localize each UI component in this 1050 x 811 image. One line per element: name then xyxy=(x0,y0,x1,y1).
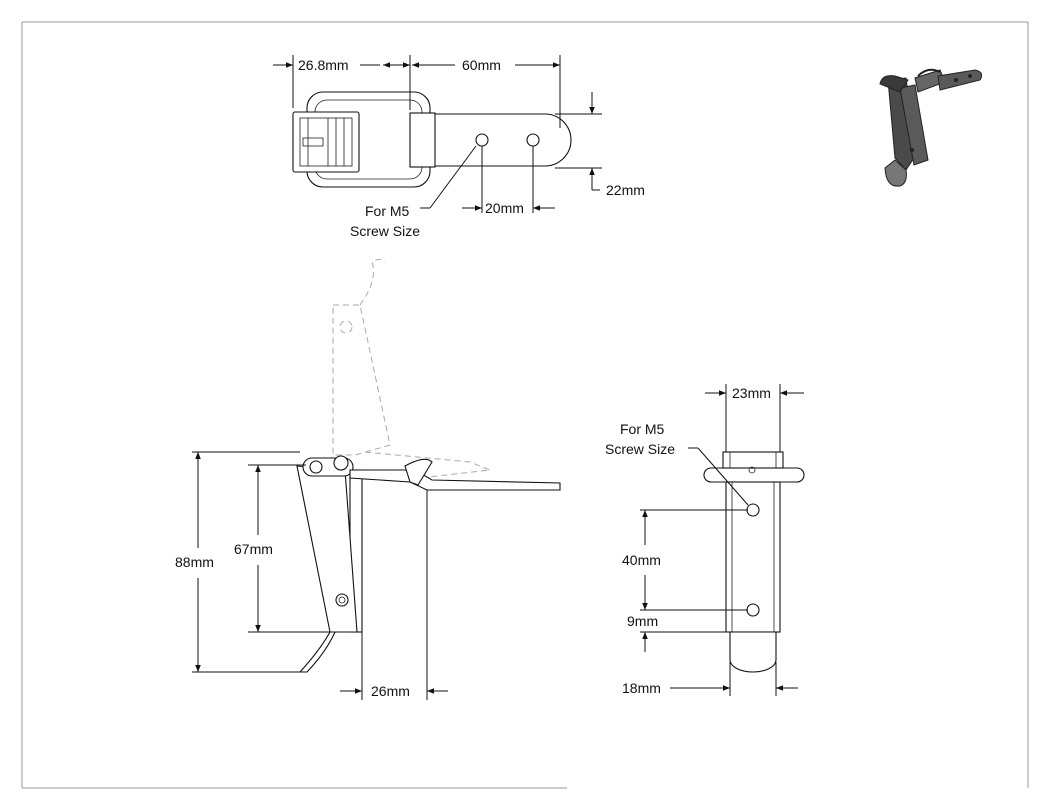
latch-3d-render-icon xyxy=(879,68,983,187)
front-bottom-width-dim: 18mm xyxy=(622,680,661,696)
top-length-dim: 60mm xyxy=(462,57,501,73)
front-hole-spacing-dim: 40mm xyxy=(622,552,661,568)
side-view xyxy=(296,259,561,673)
side-dimensions: 88mm 67mm 26mm xyxy=(175,451,448,700)
top-width-dim: 26.8mm xyxy=(298,57,349,73)
top-note-line1: For M5 xyxy=(365,203,410,219)
front-note-line1: For M5 xyxy=(620,421,665,437)
front-top-width-dim: 23mm xyxy=(732,385,771,401)
front-lower-dim: 9mm xyxy=(627,613,658,629)
top-view xyxy=(292,91,572,209)
top-note-line2: Screw Size xyxy=(350,223,420,239)
front-view xyxy=(688,447,805,673)
front-dimensions: 23mm For M5 Screw Size 40mm 9mm 18mm xyxy=(605,384,804,696)
top-hole-spacing-dim: 20mm xyxy=(485,200,524,216)
drawing-frame xyxy=(21,21,1029,789)
side-total-height-dim: 88mm xyxy=(175,554,214,570)
side-pivot-height-dim: 67mm xyxy=(234,541,273,557)
front-note-line2: Screw Size xyxy=(605,441,675,457)
side-offset-dim: 26mm xyxy=(371,683,410,699)
top-height-dim: 22mm xyxy=(606,182,645,198)
top-dimensions: 26.8mm 60mm 22mm 20mm For M5 Screw Size xyxy=(273,55,645,239)
